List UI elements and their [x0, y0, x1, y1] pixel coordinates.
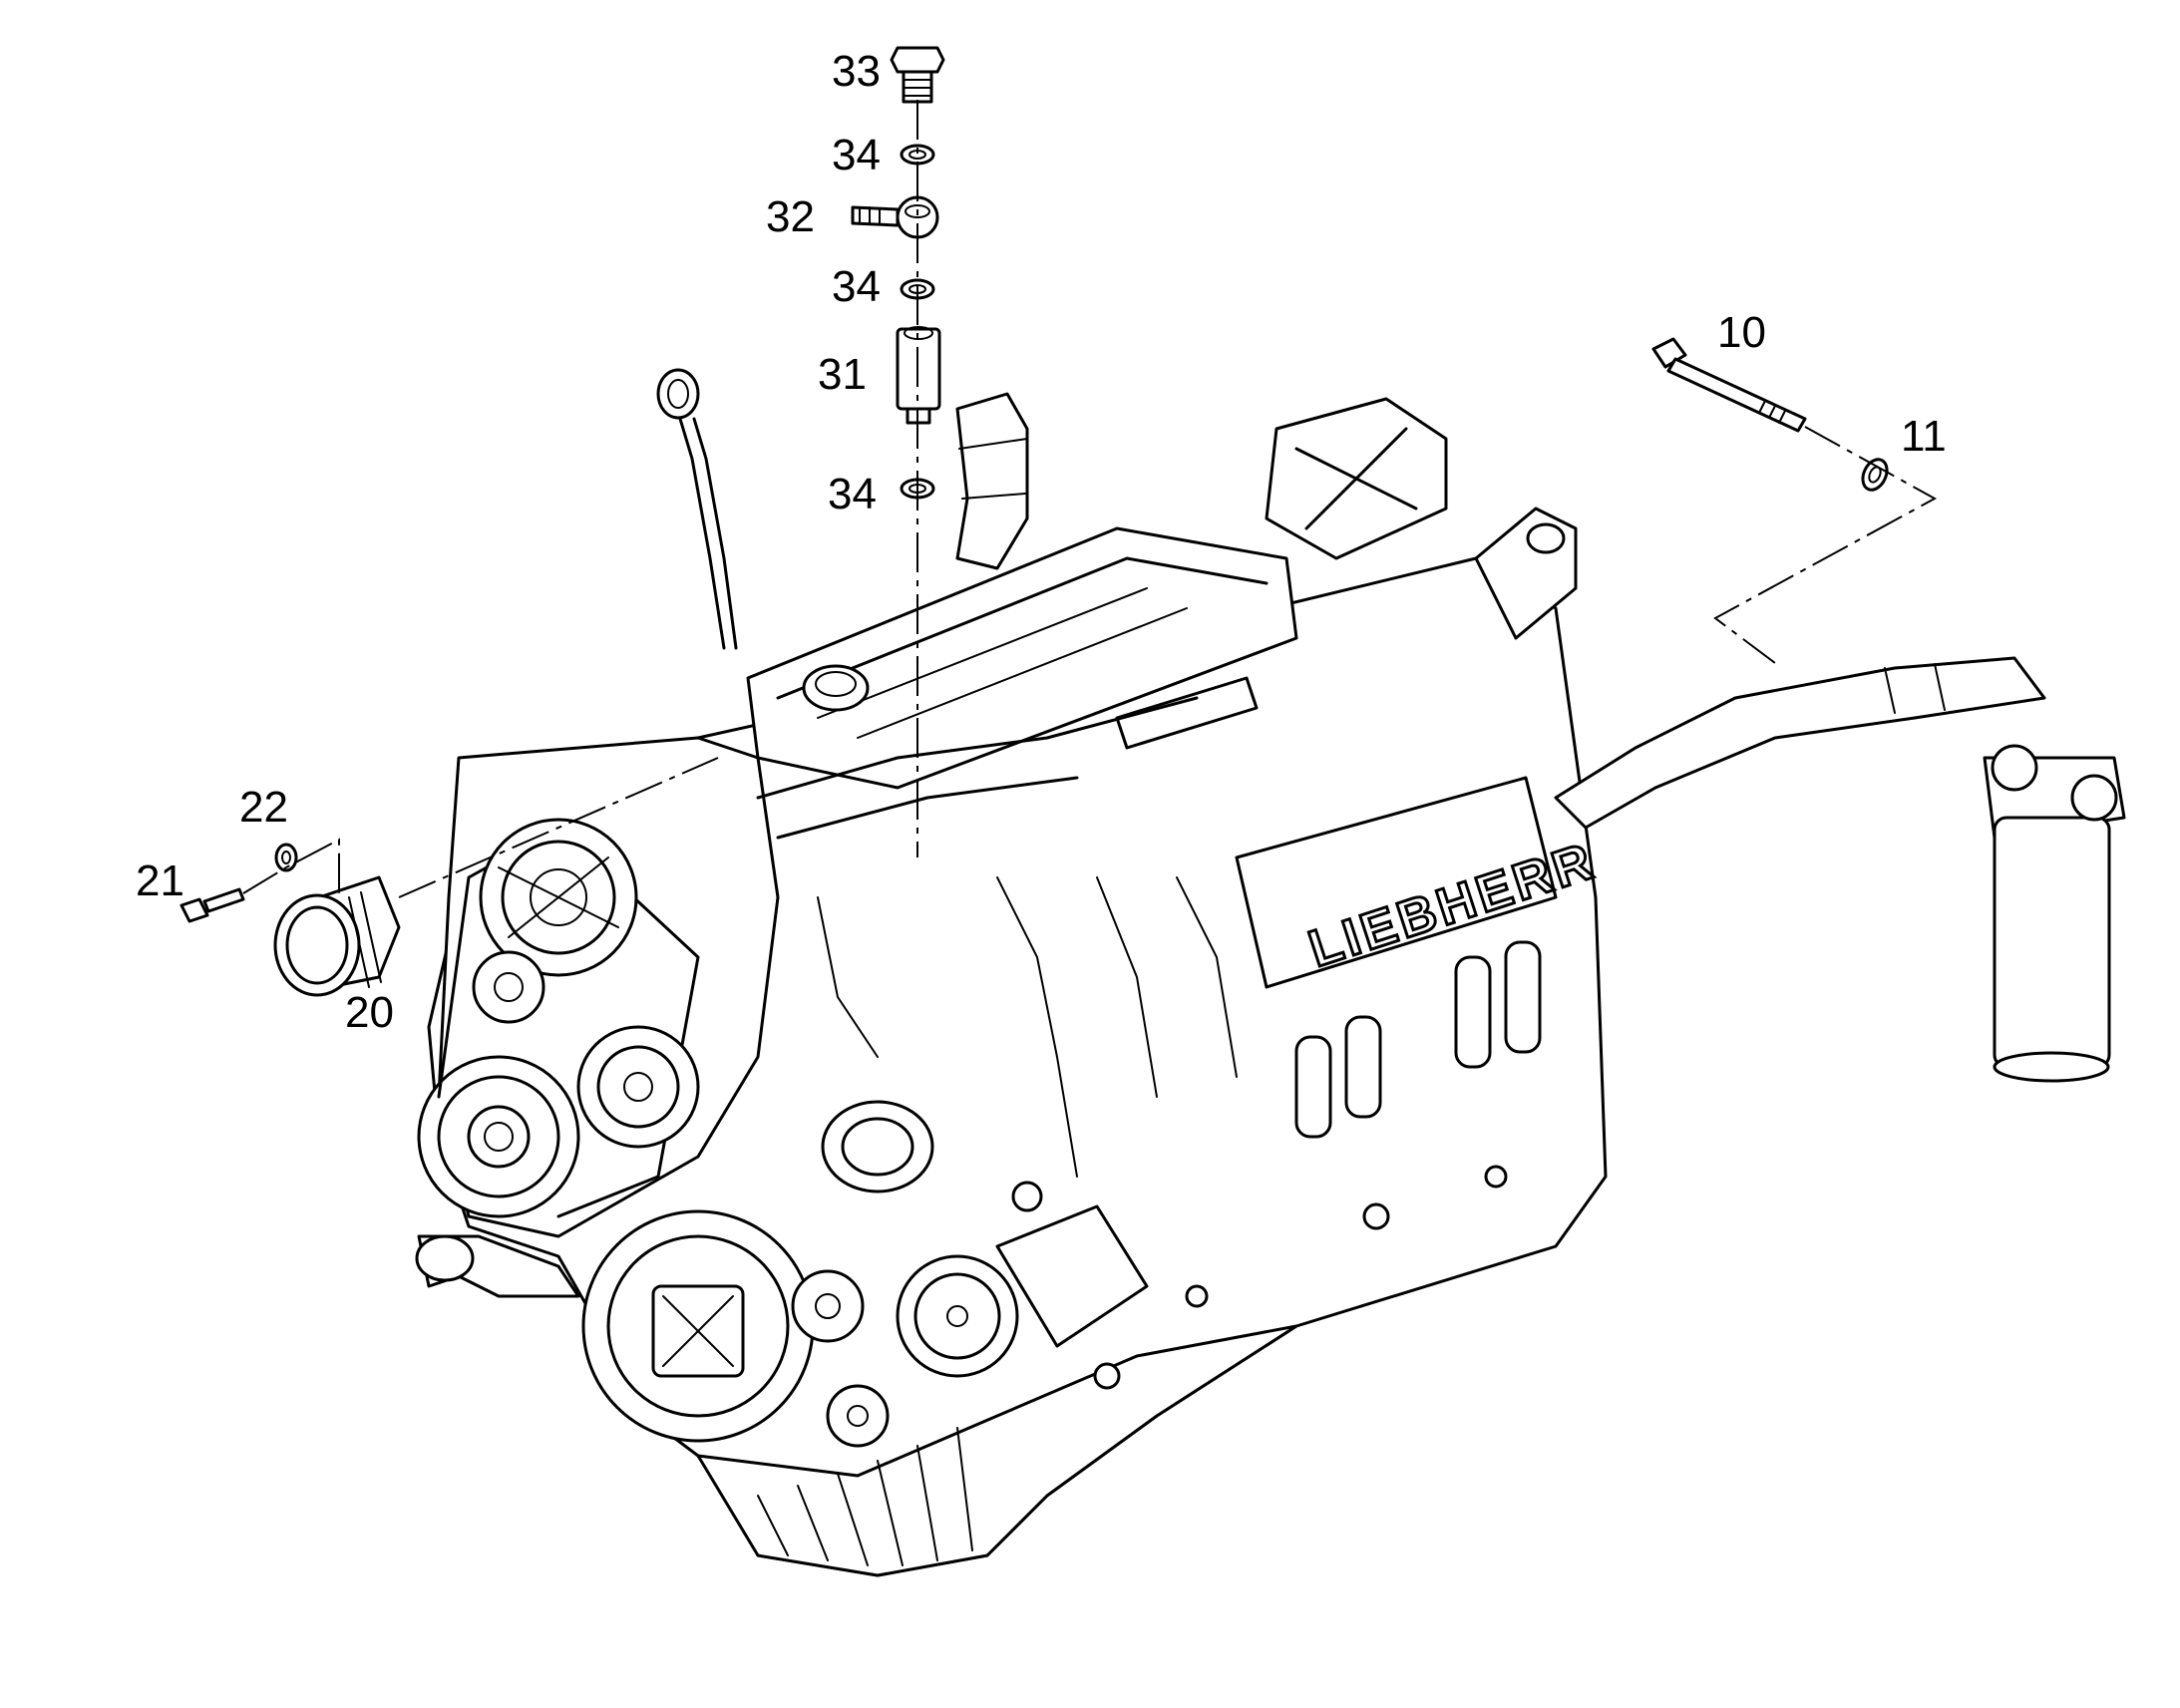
- callout-31: 31: [818, 350, 867, 399]
- idler-pulley-small: [826, 1384, 890, 1448]
- intake-elbow: [821, 1100, 934, 1194]
- alternator: [479, 818, 638, 977]
- callout-21: 21: [136, 856, 184, 905]
- callout-labels: 33 34 32 34 31 34 10 11 22 21 20: [136, 47, 1947, 1037]
- part-33-hollow-screw: [890, 46, 945, 104]
- callout-22: 22: [239, 783, 288, 832]
- callout-10: 10: [1717, 308, 1766, 357]
- coolant-hose: [1554, 656, 2046, 830]
- fuel-filter: [1983, 744, 2126, 1083]
- callout-11: 11: [1901, 412, 1947, 461]
- callout-34: 34: [832, 131, 881, 179]
- upper-hose: [955, 392, 1029, 570]
- callout-34: 34: [832, 262, 881, 311]
- callout-20: 20: [345, 988, 394, 1037]
- part-20-elbow: [273, 875, 401, 997]
- idler-pulley-lower: [791, 1269, 865, 1343]
- oil-pan: [696, 1324, 1298, 1577]
- banjo-bolt-assembly: [851, 46, 945, 857]
- callout-33: 33: [832, 47, 881, 96]
- part-21-bolt: [180, 887, 245, 923]
- dipstick: [656, 368, 738, 650]
- crankshaft-pulley: [417, 1055, 580, 1218]
- part-22-washer: [274, 843, 298, 872]
- valve-cover-label: [1115, 676, 1259, 750]
- injector-connectors: [1294, 940, 1542, 1139]
- ac-compressor: [896, 1204, 1149, 1378]
- part-10-bolt: [1651, 337, 1807, 433]
- callout-34: 34: [828, 470, 877, 518]
- part-11-washer: [1861, 458, 1889, 492]
- flywheel-housing: [581, 1209, 815, 1443]
- engine-assembly: LIEBHERR: [415, 368, 2126, 1577]
- part-32-banjo-fitting: [851, 195, 939, 239]
- lifting-eye: [1474, 507, 1578, 640]
- assembly-line-10-11: [1713, 426, 1938, 664]
- water-pump-pulley: [576, 1025, 700, 1149]
- assembly-line-20-22: [242, 757, 719, 898]
- tensioner-pulley: [472, 950, 545, 1024]
- callout-32: 32: [766, 192, 815, 241]
